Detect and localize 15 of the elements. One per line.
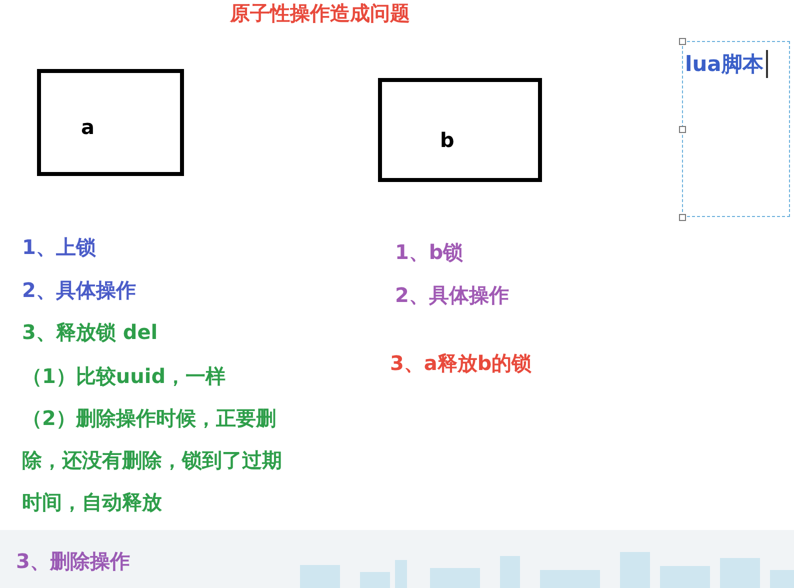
rectangle-box [378,78,542,182]
box-label: b [440,128,454,152]
note-text: 3、a释放b的锁 [390,350,532,377]
rectangle-box [37,69,184,176]
title: 原子性操作造成问题 [230,0,410,27]
note-text: 3、删除操作 [16,548,130,575]
note-text: 3、释放锁 del [22,319,158,346]
note-text: 2、具体操作 [395,282,509,309]
script-label: lua脚本 [685,50,768,78]
note-text: （1）比较uuid，一样 [22,363,226,390]
note-text: 1、b锁 [395,239,464,266]
box-label: a [81,115,94,139]
note-text: 1、上锁 [22,234,96,261]
note-text: 2、具体操作 [22,277,136,304]
note-text: （2）删除操作时候，正要删除，还没有删除，锁到了过期时间，自动释放 [22,405,283,516]
